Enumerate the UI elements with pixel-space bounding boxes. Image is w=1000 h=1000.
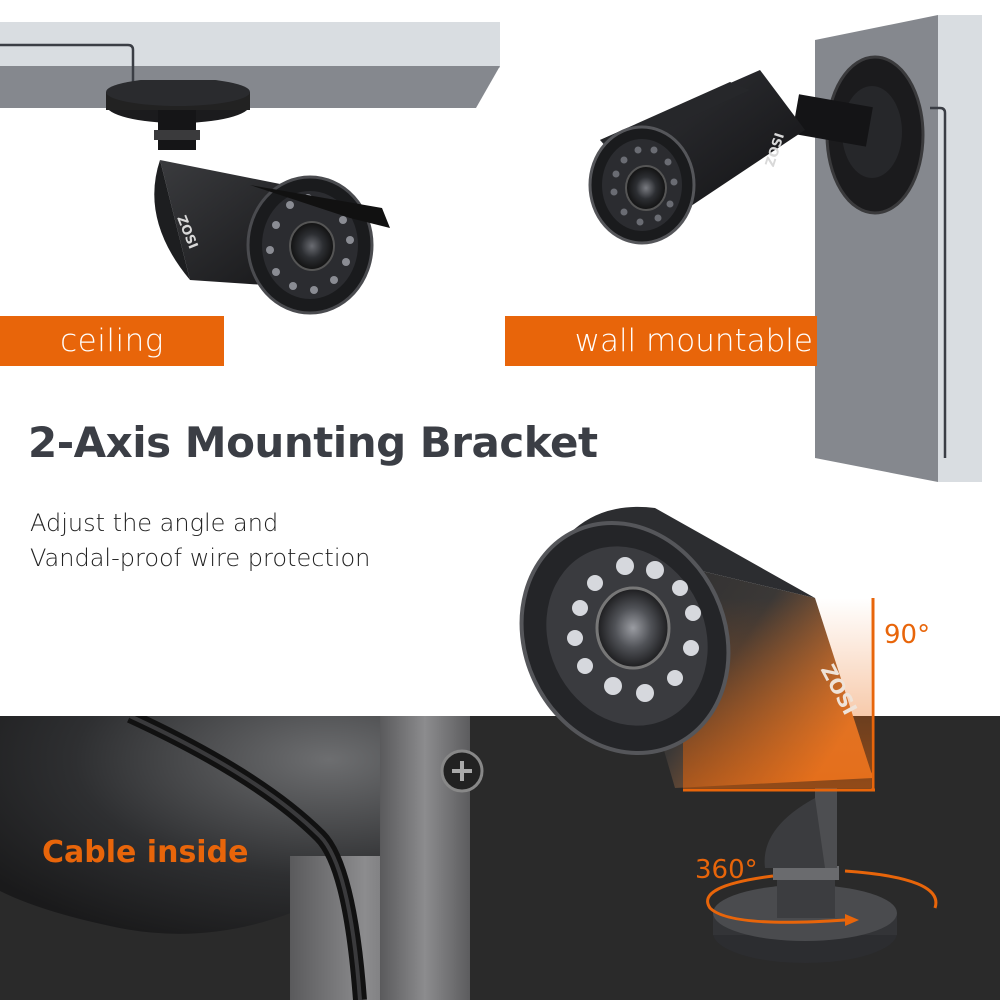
cable-inside-label: Cable inside	[42, 835, 249, 870]
wall-mountable-label: wall mountable	[505, 316, 817, 366]
wall-mounted-camera: ZOSI	[580, 20, 940, 280]
ceiling-mounted-camera: ZOSI	[100, 80, 400, 330]
wall-mountable-label-text: wall mountable	[574, 323, 813, 359]
ceiling-label-text: ceiling	[60, 323, 164, 359]
tilt-angle-label: 90°	[884, 620, 931, 650]
feature-description: Adjust the angle and Vandal-proof wire p…	[30, 509, 371, 572]
rotation-arrow-icon	[706, 874, 846, 924]
adjustable-camera: ZOSI	[515, 488, 1000, 988]
ceiling-label: ceiling	[0, 316, 224, 366]
page-title: 2-Axis Mounting Bracket	[28, 418, 598, 467]
ceiling-illustration	[0, 0, 1000, 120]
cable-closeup-illustration	[0, 716, 520, 1000]
rotation-angle-label: 360°	[695, 855, 758, 885]
